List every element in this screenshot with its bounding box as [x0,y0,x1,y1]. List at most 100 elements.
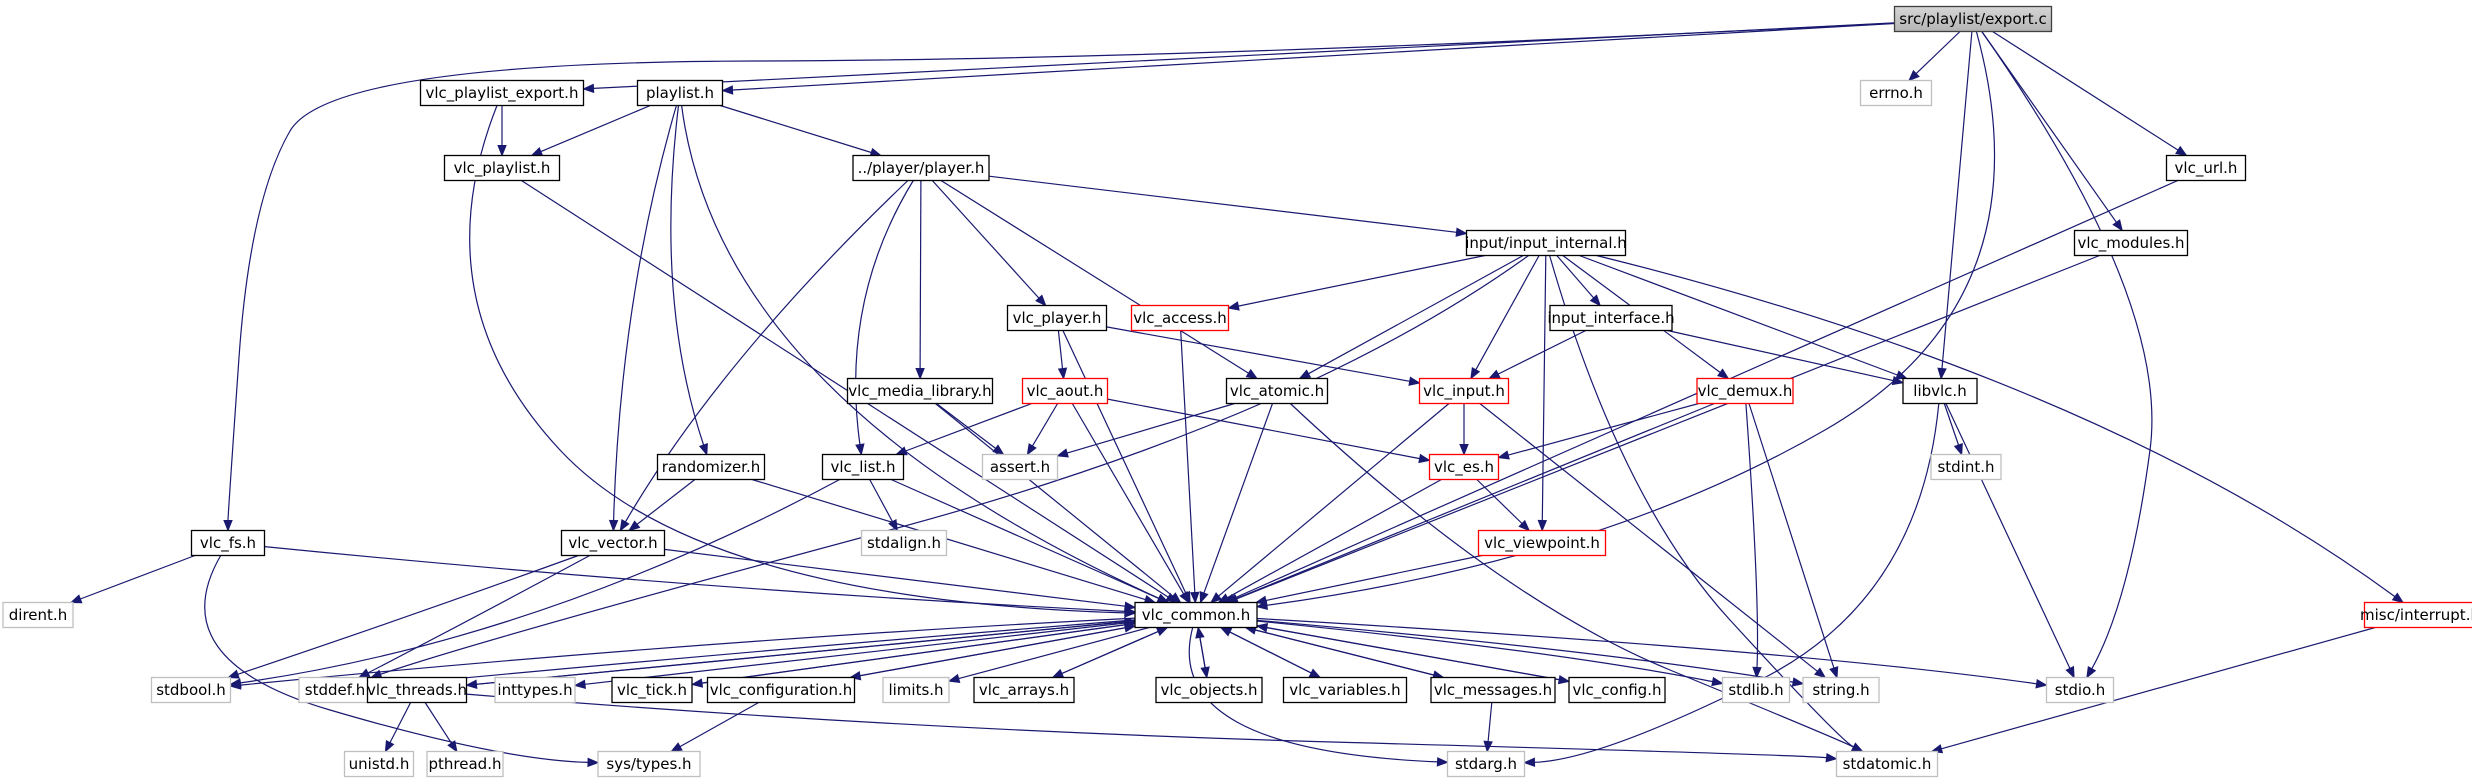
node-vlc-viewpoint[interactable]: vlc_viewpoint.h [1477,529,1607,557]
node-box [611,676,693,704]
node-vlc-list[interactable]: vlc_list.h [821,453,905,481]
edge-player-h-to-vlc-atomic [940,179,1259,380]
node-label: randomizer.h [662,458,761,476]
node-vlc-config[interactable]: vlc_config.h [1568,676,1666,704]
edge-vlc-list-to-stdbool [229,478,840,688]
edge-vlc-viewpoint-to-vlc-common [1254,554,1483,606]
edge-playlist-h-to-vlc-vector [608,105,677,532]
node-box [656,453,766,481]
node-box [821,453,905,481]
node-label: vlc_common.h [1142,606,1250,625]
edge-vlc-common-to-stdio [1256,617,2048,689]
node-vlc-messages[interactable]: vlc_messages.h [1430,676,1556,704]
node-box [706,676,856,704]
edge-vlc-aout-to-assert [1026,403,1059,456]
node-label: vlc_input.h [1423,382,1505,401]
node-label: stdalign.h [867,534,941,552]
edge-player-h-to-vlc-vector [619,180,909,532]
node-input-internal[interactable]: input/input_internal.h [1465,229,1627,257]
node-stdatomic: stdatomic.h [1835,750,1939,778]
node-label: unistd.h [349,755,410,773]
edge-export-c-to-stdio [1981,31,2153,679]
node-vlc-vector[interactable]: vlc_vector.h [560,529,666,557]
node-box [494,676,576,704]
node-assert: assert.h [981,453,1059,481]
node-label: vlc_modules.h [2077,234,2184,253]
edge-playlist-h-to-player-h [720,104,883,157]
edge-vlc-common-to-stdlib [1256,620,1724,687]
node-vlc-playlist[interactable]: vlc_playlist.h [443,154,561,182]
edge-input-internal-to-libvlc [1579,254,1908,380]
node-label: limits.h [888,681,943,699]
edge-input-internal-to-vlc-atomic [1298,254,1524,380]
node-stdio: stdio.h [2045,676,2115,704]
node-export-c[interactable]: src/playlist/export.c [1893,5,2053,33]
node-vlc-url[interactable]: vlc_url.h [2165,154,2247,182]
node-libvlc[interactable]: libvlc.h [1902,377,1978,405]
node-vlc-aout[interactable]: vlc_aout.h [1021,377,1109,405]
node-playlist-h[interactable]: playlist.h [636,79,724,107]
node-vlc-objects[interactable]: vlc_objects.h [1155,676,1263,704]
edge-vlc-es-to-vlc-common [1217,478,1442,604]
node-stdalign: stdalign.h [860,529,948,557]
node-box [981,453,1059,481]
node-box [860,529,948,557]
node-box [1465,229,1627,257]
node-box [2073,229,2189,257]
node-vlc-atomic[interactable]: vlc_atomic.h [1225,377,1329,405]
node-box [560,529,666,557]
edge-vlc-common-to-stdbool [229,617,1136,690]
node-label: pthread.h [429,755,502,773]
node-vlc-media-library[interactable]: vlc_media_library.h [846,377,994,405]
node-vlc-common[interactable]: vlc_common.h [1134,601,1258,629]
node-player-h[interactable]: ../player/player.h [852,154,990,182]
edge-export-c-to-playlist-h [721,22,1895,95]
node-label: vlc_config.h [1573,681,1662,700]
node-box [1902,377,1978,405]
node-box [1282,676,1408,704]
node-label: misc/interrupt.h [2360,606,2472,624]
node-box [1549,304,1673,332]
node-vlc-arrays[interactable]: vlc_arrays.h [973,676,1075,704]
edge-input-internal-to-vlc-input [1470,255,1540,380]
node-box [366,676,468,704]
node-label: vlc_variables.h [1289,681,1400,700]
edge-vlc-threads-to-pthread [424,702,458,753]
node-vlc-demux[interactable]: vlc_demux.h [1696,377,1794,405]
node-randomizer[interactable]: randomizer.h [656,453,766,481]
node-input-interface[interactable]: input_interface.h [1547,304,1675,332]
edge-input-internal-to-stddef [369,255,1529,679]
node-vlc-fs[interactable]: vlc_fs.h [190,529,266,557]
node-vlc-input[interactable]: vlc_input.h [1418,377,1510,405]
node-box [1155,676,1263,704]
edge-vlc-atomic-to-vlc-common [1199,403,1274,604]
edge-vlc-messages-to-vlc-common [1244,625,1444,679]
node-misc-interrupt[interactable]: misc/interrupt.h [2360,601,2472,629]
node-vlc-modules[interactable]: vlc_modules.h [2073,229,2189,257]
node-label: vlc_access.h [1133,309,1227,328]
node-box [1021,377,1109,405]
node-vlc-configuration[interactable]: vlc_configuration.h [706,676,856,704]
edge-vlc-threads-to-unistd [384,702,412,753]
node-vlc-threads[interactable]: vlc_threads.h [366,676,468,704]
node-box [1568,676,1666,704]
edge-vlc-arrays-to-vlc-common [1052,626,1169,679]
node-vlc-player[interactable]: vlc_player.h [1006,304,1108,332]
node-label: src/playlist/export.c [1899,10,2046,28]
node-box [298,676,372,704]
edge-vlc-threads-to-stdatomic [466,693,1838,763]
node-vlc-playlist-export[interactable]: vlc_playlist_export.h [419,79,585,107]
node-label: string.h [1812,681,1869,699]
node-vlc-variables[interactable]: vlc_variables.h [1282,676,1408,704]
edge-player-h-to-input-internal [988,175,1468,237]
node-vlc-tick[interactable]: vlc_tick.h [611,676,693,704]
node-label: vlc_fs.h [200,534,256,553]
node-vlc-access[interactable]: vlc_access.h [1130,304,1230,332]
edge-libvlc-to-stdio [1945,403,2075,679]
node-box [846,377,994,405]
edge-vlc-media-library-to-assert [936,403,1005,456]
edge-export-c-to-vlc-url [1992,30,2188,157]
node-vlc-es[interactable]: vlc_es.h [1428,453,1500,481]
edge-input-interface-to-vlc-input [1487,329,1587,380]
